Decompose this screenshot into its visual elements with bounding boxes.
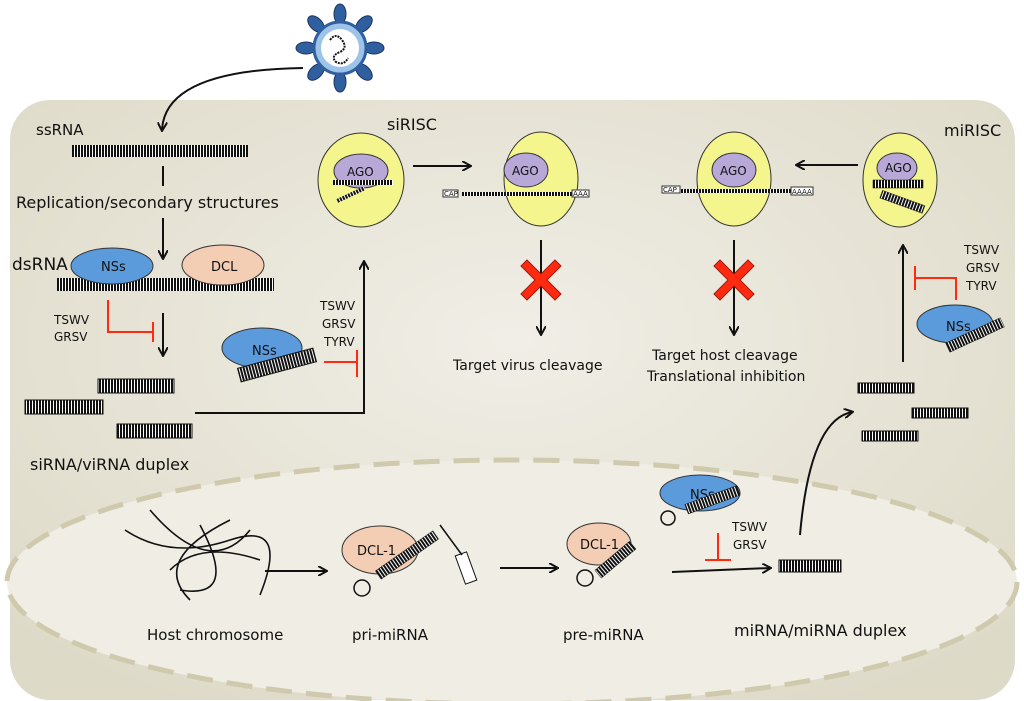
pre-mirna-structure xyxy=(576,541,637,587)
mirna-duplex xyxy=(778,559,842,573)
blocked-x-icon xyxy=(713,259,755,301)
svg-text:NSs: NSs xyxy=(252,344,277,359)
svg-text:GRSV: GRSV xyxy=(322,317,356,331)
host-chromosome-icon xyxy=(124,509,271,601)
pri-mirna-structure xyxy=(353,524,478,597)
svg-text:AGO: AGO xyxy=(512,164,539,178)
svg-text:NSs: NSs xyxy=(101,260,126,275)
svg-text:GRSV: GRSV xyxy=(54,330,88,344)
svg-text:AGO: AGO xyxy=(720,164,747,178)
target-host-label: Target host cleavage xyxy=(651,348,798,364)
svg-text:GRSV: GRSV xyxy=(966,261,1000,275)
translational-inhibition-label: Translational inhibition xyxy=(646,369,805,385)
svg-text:AGO: AGO xyxy=(347,165,374,179)
svg-text:TYRV: TYRV xyxy=(323,335,355,349)
svg-text:TSWV: TSWV xyxy=(731,520,768,534)
ssrna-strand xyxy=(72,145,248,157)
svg-text:NSs: NSs xyxy=(946,320,971,335)
sirna-duplexes xyxy=(24,378,193,439)
svg-text:TYRV: TYRV xyxy=(965,279,997,293)
mirna-duplex-label: miRNA/miRNA duplex xyxy=(734,621,907,640)
replication-label: Replication/secondary structures xyxy=(16,193,279,212)
svg-text:CAP: CAP xyxy=(444,190,458,198)
inhibition-marker xyxy=(107,300,154,342)
inhibition-marker xyxy=(914,266,957,300)
ssrna-label: ssRNA xyxy=(36,121,84,139)
svg-text:DCL: DCL xyxy=(211,260,238,275)
mirisc-label: miRISC xyxy=(944,121,1001,140)
svg-text:DCL-1: DCL-1 xyxy=(357,544,396,559)
inhibition-marker xyxy=(324,350,358,377)
svg-text:AGO: AGO xyxy=(885,161,912,175)
svg-text:AAA: AAA xyxy=(573,190,588,198)
svg-text:TSWV: TSWV xyxy=(963,243,1000,257)
sirna-duplex-label: siRNA/viRNA duplex xyxy=(30,455,189,474)
virus-particle-icon xyxy=(295,3,385,93)
pri-mirna-label: pri-miRNA xyxy=(352,626,429,644)
mirna-duplexes xyxy=(857,382,969,442)
host-chromosome-label: Host chromosome xyxy=(147,626,283,644)
svg-text:GRSV: GRSV xyxy=(733,538,767,552)
svg-text:TSWV: TSWV xyxy=(53,313,90,327)
blocked-x-icon xyxy=(520,259,562,301)
inhibition-marker xyxy=(705,533,731,561)
dcl-protein xyxy=(181,244,265,286)
svg-text:CAP: CAP xyxy=(663,186,677,194)
pre-mirna-label: pre-miRNA xyxy=(563,626,644,644)
svg-text:AAAA: AAAA xyxy=(792,188,812,196)
nss-protein xyxy=(70,247,154,285)
svg-text:DCL-1: DCL-1 xyxy=(580,538,619,553)
svg-text:TSWV: TSWV xyxy=(319,299,356,313)
sirisc-label: siRISC xyxy=(387,115,437,134)
nucleus xyxy=(4,457,1020,701)
target-virus-label: Target virus cleavage xyxy=(452,358,602,374)
dsrna-label: dsRNA xyxy=(12,255,68,275)
